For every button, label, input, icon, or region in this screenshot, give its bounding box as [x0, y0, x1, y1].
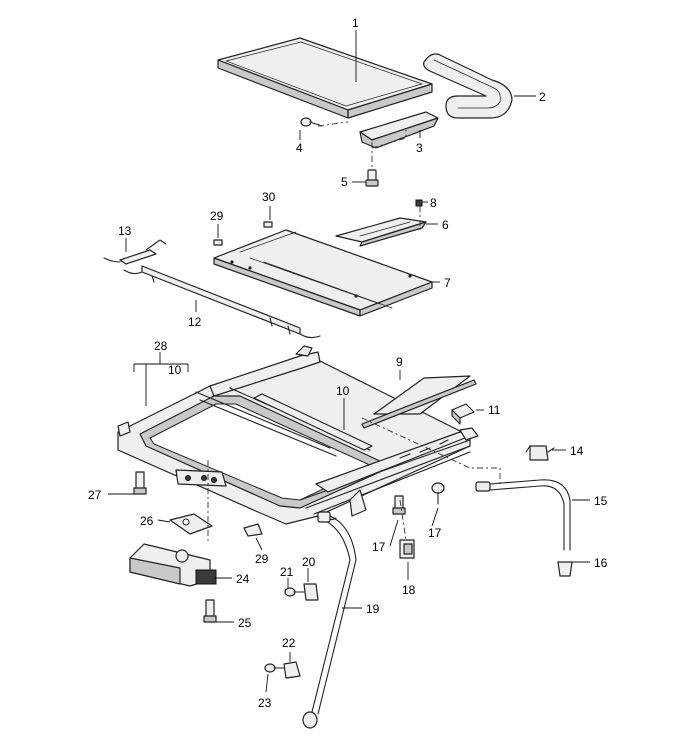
part-11-cap: [451, 403, 475, 425]
callout-10-bracket: 10: [168, 363, 182, 377]
callout-16: 16: [594, 556, 608, 570]
callout-1: 1: [352, 16, 359, 30]
part-12-rail: [123, 265, 321, 339]
part-8-clip: [415, 199, 423, 207]
callout-5: 5: [341, 175, 348, 189]
part-22-clamp: [283, 661, 301, 679]
part-10-seal-strip: [253, 393, 373, 451]
callout-3: 3: [416, 141, 423, 155]
callout-14: 14: [570, 444, 584, 458]
callout-24: 24: [236, 572, 250, 586]
callout-15: 15: [594, 494, 608, 508]
part-1-sunroof-lid: [217, 37, 433, 119]
callout-28: 28: [154, 339, 168, 353]
callout-29-top: 29: [210, 209, 224, 223]
callout-19: 19: [366, 602, 380, 616]
callout-13: 13: [118, 224, 132, 238]
part-9-deflector: [361, 375, 477, 429]
part-4-screw: [300, 117, 323, 127]
callout-7: 7: [444, 276, 451, 290]
part-17-screw-b: [431, 482, 445, 505]
part-21-screw: [284, 587, 305, 597]
callout-12: 12: [188, 315, 202, 329]
callout-26: 26: [140, 514, 154, 528]
part-24-drive-motor: [129, 543, 217, 587]
callout-25: 25: [238, 616, 252, 630]
callout-2: 2: [539, 90, 546, 104]
part-6-guide-bracket: [335, 217, 427, 247]
callout-17-left: 17: [372, 540, 386, 554]
part-18-clip: [399, 539, 415, 559]
part-2-lid-seal: [423, 53, 513, 119]
sunroof-frame: [117, 345, 479, 525]
callout-18: 18: [402, 583, 416, 597]
callout-30: 30: [262, 190, 276, 204]
callout-11: 11: [488, 403, 501, 417]
part-17-screw-a: [392, 495, 406, 515]
callout-4: 4: [296, 141, 303, 155]
part-13-bracket: [103, 239, 167, 265]
assembly-lines: [207, 121, 501, 544]
part-14-clip: [525, 445, 555, 461]
part-7-sliding-plate: [213, 229, 433, 317]
part-30-clip: [263, 221, 273, 228]
part-29-clip-top: [213, 239, 223, 246]
part-16-drain-valve: [557, 561, 573, 577]
callout-17-right: 17: [428, 526, 442, 540]
callout-labels: 1 2 3 4 5 6 7 8 9 10 10 11 12 13 14 15 1…: [88, 16, 608, 710]
callout-21: 21: [280, 565, 294, 579]
callout-23: 23: [258, 696, 272, 710]
part-15-drain-hose: [475, 479, 571, 551]
callout-8: 8: [430, 196, 437, 210]
part-3-lid-bracket: [359, 111, 439, 149]
callout-22: 22: [282, 636, 296, 650]
callout-9: 9: [396, 355, 403, 369]
callout-10-seal: 10: [336, 384, 350, 398]
leader-lines: [108, 30, 590, 693]
callout-20: 20: [302, 555, 316, 569]
part-20-clamp: [303, 583, 319, 601]
part-5-bolt: [365, 169, 379, 187]
part-23-screw: [264, 663, 285, 673]
callout-6: 6: [442, 218, 449, 232]
part-26-mounting-plate: [169, 513, 213, 535]
callout-29-lower: 29: [255, 552, 269, 566]
part-29-clip-lower: [243, 523, 263, 537]
part-27-bolt: [133, 471, 147, 495]
part-25-screw: [203, 599, 217, 623]
part-19-drain-hose: [302, 511, 357, 729]
callout-27: 27: [88, 488, 102, 502]
